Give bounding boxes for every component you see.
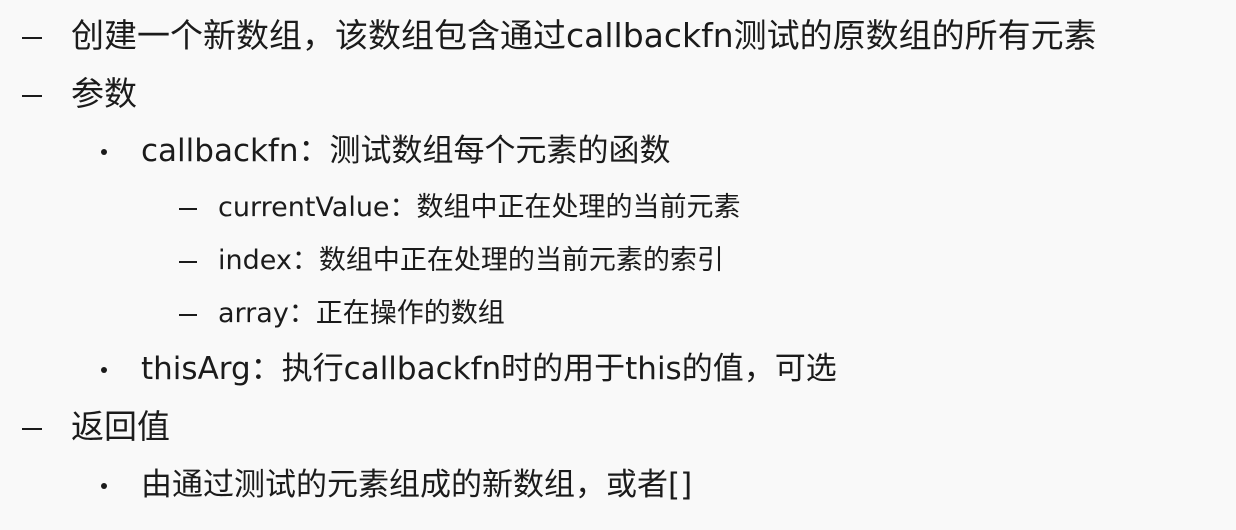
list-item-text: currentValue：数组中正在处理的当前元素 bbox=[218, 192, 741, 223]
list-item-text: 由通过测试的元素组成的新数组，或者[] bbox=[141, 467, 693, 503]
list-item-text: index：数组中正在处理的当前元素的索引 bbox=[218, 245, 724, 276]
list-item-text: 返回值 bbox=[71, 407, 170, 446]
list-item-text: 参数 bbox=[71, 74, 137, 113]
list-item-text: 创建一个新数组，该数组包含通过callbackfn测试的原数组的所有元素 bbox=[71, 16, 1097, 55]
list-item-text: thisArg：执行callbackfn时的用于this的值，可选 bbox=[141, 351, 837, 387]
list-item-text: callbackfn：测试数组每个元素的函数 bbox=[141, 133, 671, 169]
list-item-text: array：正在操作的数组 bbox=[218, 298, 505, 329]
